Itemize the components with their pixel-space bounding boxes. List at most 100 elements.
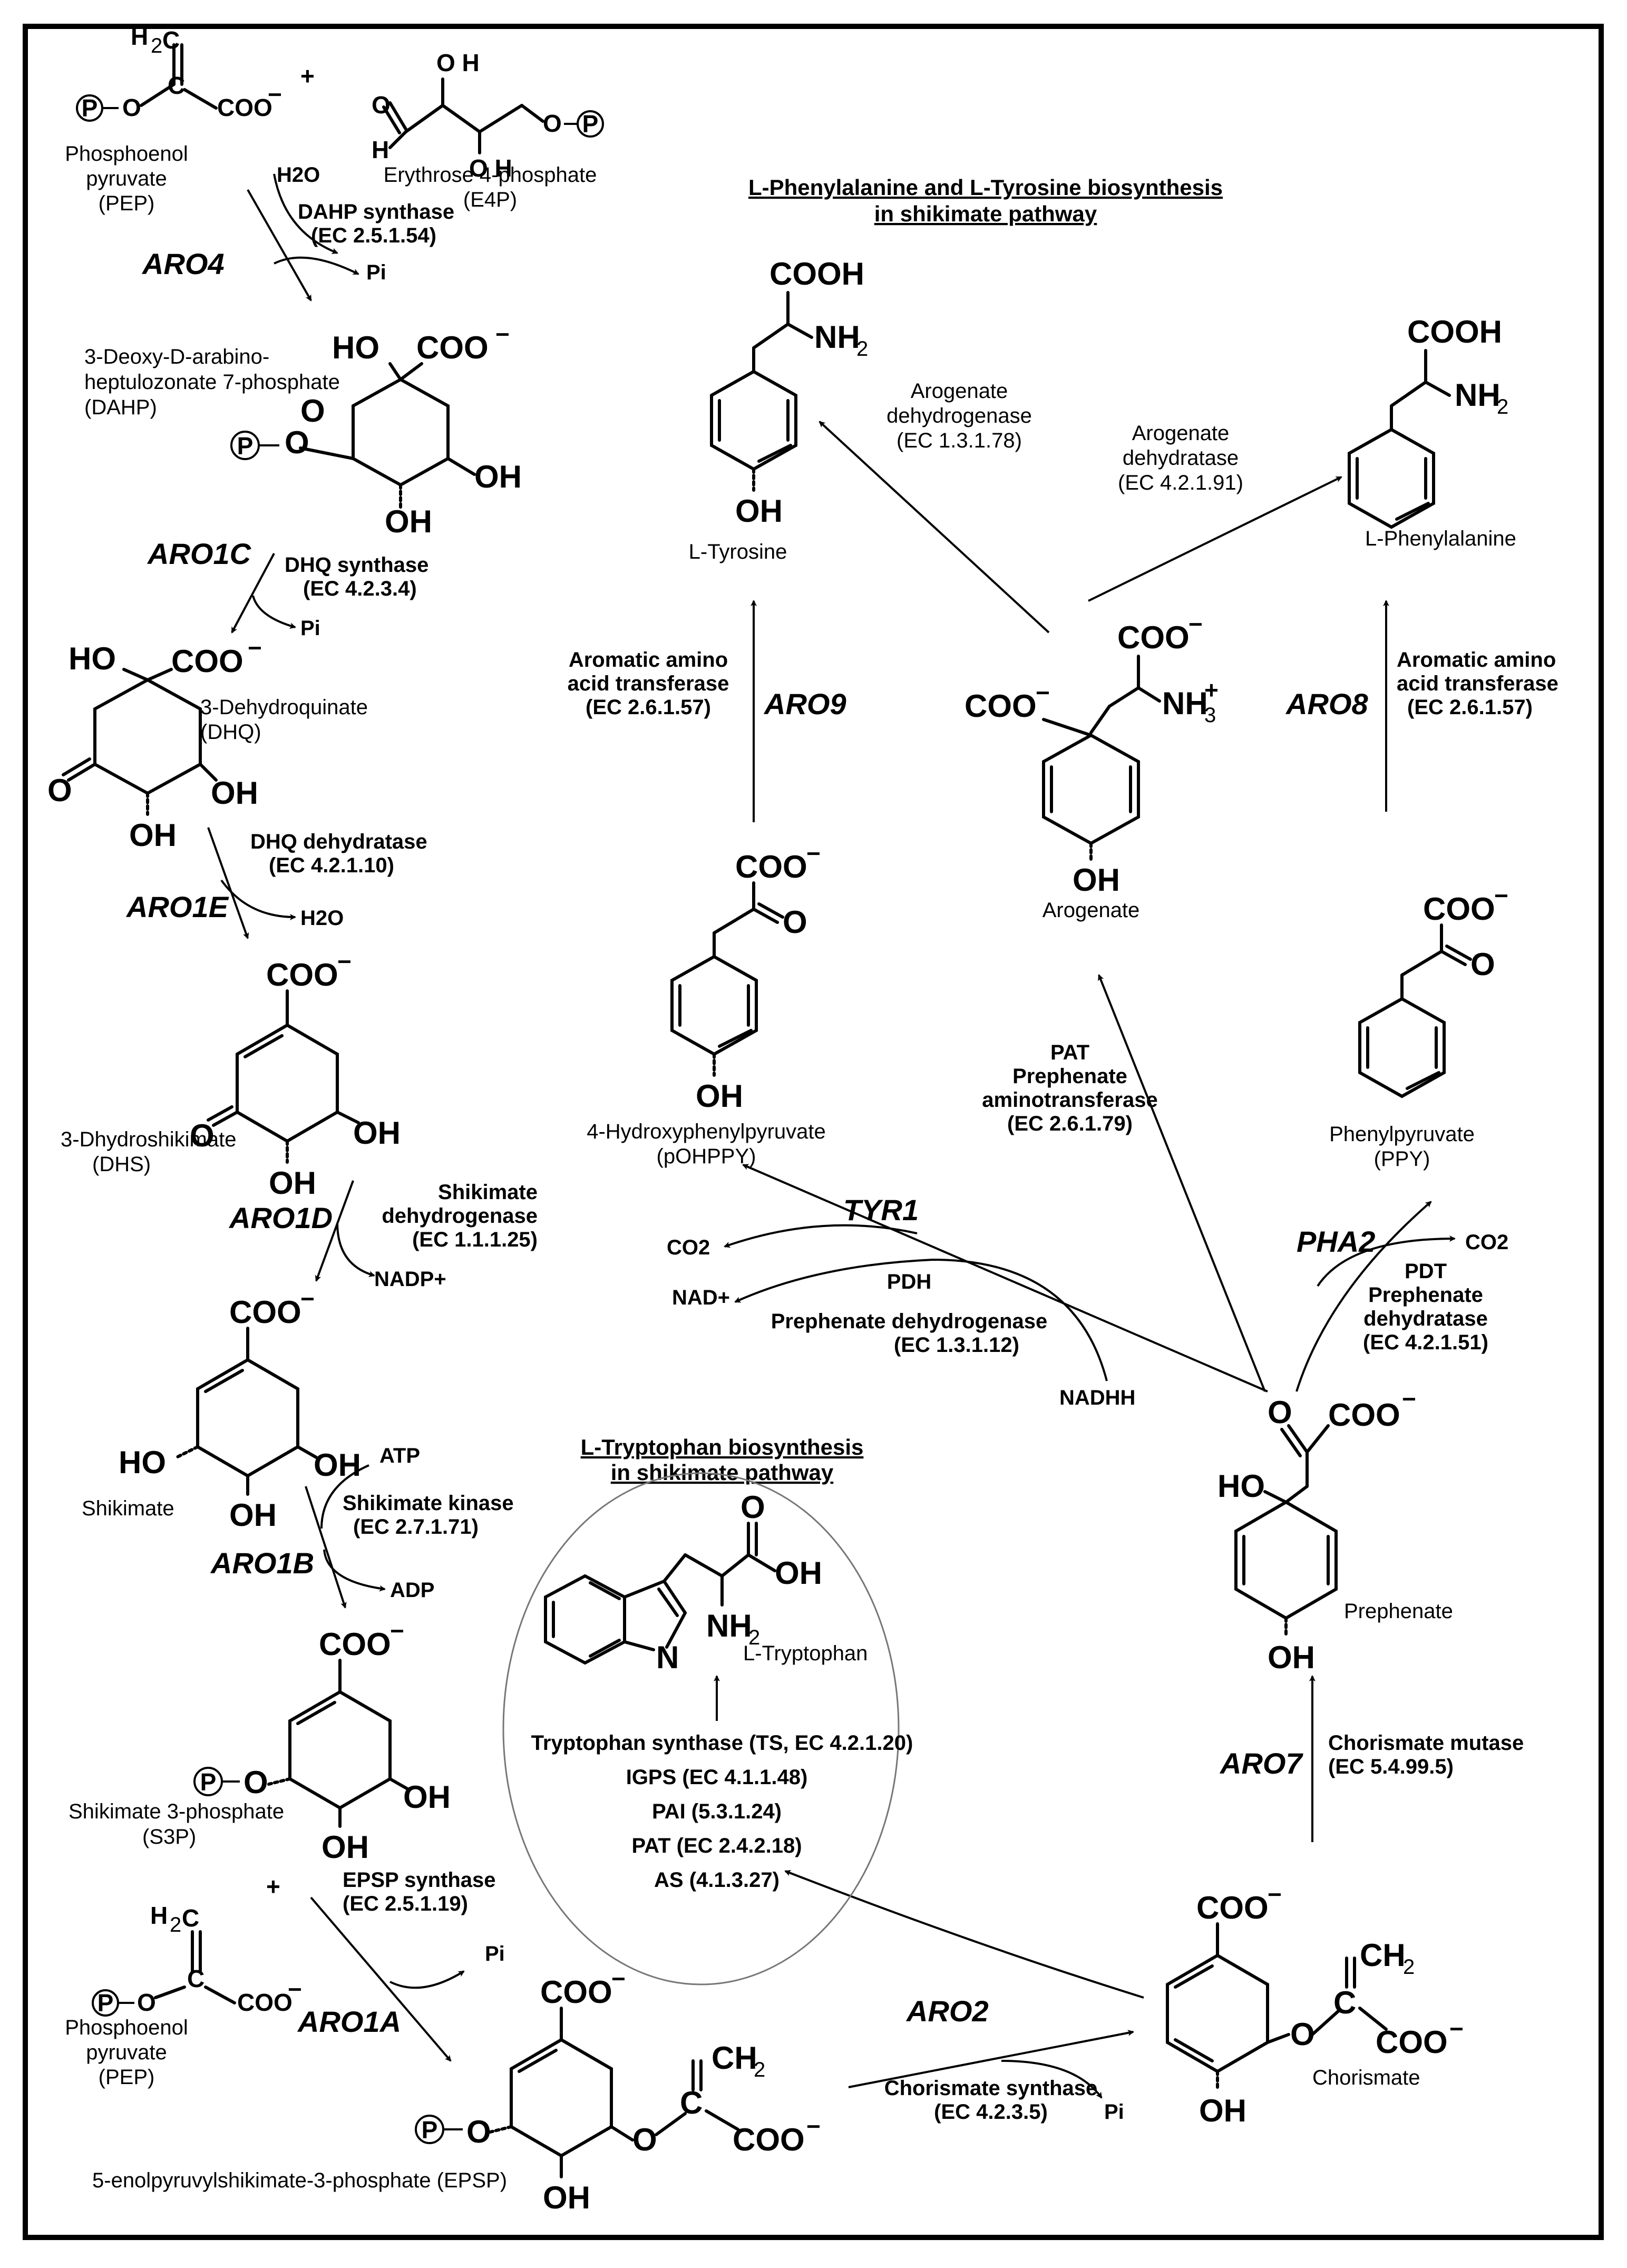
gene-aro7: ARO7 xyxy=(1219,1747,1303,1780)
svg-text:−: − xyxy=(337,948,352,975)
svg-text:O: O xyxy=(47,773,72,808)
enzyme-pat: PAT Prephenate aminotransferase (EC 2.6.… xyxy=(982,1041,1157,1135)
svg-text:C: C xyxy=(680,2085,703,2120)
arrow-atp-in xyxy=(320,1464,369,1529)
gene-aro8: ARO8 xyxy=(1285,687,1368,721)
svg-text:dehydratase: dehydratase xyxy=(1363,1307,1488,1330)
svg-text:(EC 2.6.1.79): (EC 2.6.1.79) xyxy=(1007,1112,1133,1135)
svg-text:(EC 4.2.1.10): (EC 4.2.1.10) xyxy=(269,854,394,877)
svg-text:P: P xyxy=(422,2116,438,2144)
svg-text:L-Tyrosine: L-Tyrosine xyxy=(689,540,787,563)
svg-text:COO: COO xyxy=(237,1989,293,2016)
svg-text:in shikimate pathway: in shikimate pathway xyxy=(874,201,1097,226)
structure-dahp: 3-Deoxy-D-arabino- heptulozonate 7-phosp… xyxy=(84,320,522,539)
svg-text:Tryptophan synthase (TS, EC 4.: Tryptophan synthase (TS, EC 4.2.1.20) xyxy=(531,1731,913,1755)
cofactor-h2o-out: H2O xyxy=(300,907,344,930)
svg-text:COOH: COOH xyxy=(769,256,864,291)
svg-text:L-Tryptophan biosynthesis: L-Tryptophan biosynthesis xyxy=(581,1435,864,1459)
structure-chorismate: COO − O C CH 2 COO − OH Chorismate xyxy=(1166,1881,1464,2128)
cofactor-pi-3: Pi xyxy=(485,1942,505,1965)
svg-text:(EC 2.6.1.57): (EC 2.6.1.57) xyxy=(586,696,711,719)
svg-text:OH: OH xyxy=(129,817,177,853)
svg-text:3-Dehydroquinate: 3-Dehydroquinate xyxy=(200,696,368,719)
structure-prephenate: O COO − HO OH Prephenate xyxy=(1217,1385,1453,1675)
structure-arogenate: COO − NH 3 + COO − OH Arogenate xyxy=(964,610,1219,922)
structure-ppy: COO − O Phenylpyruvate (PPY) xyxy=(1329,882,1508,1171)
svg-text:OH: OH xyxy=(1199,2093,1246,2128)
cofactor-pi-2: Pi xyxy=(300,617,320,640)
svg-text:O: O xyxy=(1268,1395,1292,1430)
svg-text:−: − xyxy=(1402,1385,1416,1413)
arrow-s3p-to-epsp xyxy=(310,1896,452,2062)
svg-text:COO: COO xyxy=(1423,891,1495,927)
svg-text:(EC 2.5.1.19): (EC 2.5.1.19) xyxy=(343,1892,468,1915)
svg-text:L-Phenylalanine: L-Phenylalanine xyxy=(1365,527,1516,550)
svg-text:C: C xyxy=(182,1904,199,1932)
svg-text:(PEP): (PEP) xyxy=(99,2066,155,2089)
svg-text:OH: OH xyxy=(211,775,258,811)
svg-text:HO: HO xyxy=(69,641,116,676)
svg-text:OH: OH xyxy=(474,459,522,494)
svg-text:PAT: PAT xyxy=(1050,1041,1089,1064)
cofactor-nadhh: NADHH xyxy=(1059,1386,1135,1409)
svg-text:(EC 4.2.3.5): (EC 4.2.3.5) xyxy=(934,2100,1048,2124)
structure-dhq: HO COO − O OH OH 3-Dehydroquinate (DHQ) xyxy=(47,634,368,853)
gene-aro1b: ARO1B xyxy=(210,1546,314,1580)
svg-text:O: O xyxy=(632,2122,657,2157)
svg-text:2: 2 xyxy=(1497,395,1508,418)
gene-aro1a: ARO1A xyxy=(297,2005,401,2038)
svg-text:O: O xyxy=(543,110,562,137)
svg-text:−: − xyxy=(390,1617,404,1644)
svg-text:(EC 2.6.1.57): (EC 2.6.1.57) xyxy=(1407,696,1533,719)
svg-text:−: − xyxy=(1188,610,1203,638)
svg-text:(pOHPPY): (pOHPPY) xyxy=(657,1145,756,1168)
svg-text:−: − xyxy=(248,634,262,661)
svg-text:COO: COO xyxy=(171,644,243,679)
svg-text:−: − xyxy=(300,1285,315,1312)
svg-text:PAI (5.3.1.24): PAI (5.3.1.24) xyxy=(652,1800,782,1823)
svg-text:−: − xyxy=(288,1975,302,2003)
enzyme-chorismate-mutase: Chorismate mutase (EC 5.4.99.5) xyxy=(1328,1731,1524,1778)
svg-text:NH: NH xyxy=(1162,686,1208,721)
svg-text:4-Hydroxyphenylpyruvate: 4-Hydroxyphenylpyruvate xyxy=(587,1120,826,1143)
svg-text:O: O xyxy=(122,94,141,121)
svg-text:COO: COO xyxy=(964,688,1037,724)
svg-text:OH: OH xyxy=(543,2180,590,2215)
svg-text:(E4P): (E4P) xyxy=(463,188,517,211)
arrow-prephenate-to-ppy xyxy=(1295,1201,1432,1392)
svg-text:COO: COO xyxy=(540,1974,612,2010)
svg-text:−: − xyxy=(806,2113,821,2140)
structure-pep-2: H 2 C C O P COO − Phosphoenol pyruvate (… xyxy=(65,1902,302,2089)
svg-text:OH: OH xyxy=(314,1447,361,1483)
svg-text:O: O xyxy=(137,1989,156,2016)
structure-tyrosine: COOH NH 2 OH L-Tyrosine xyxy=(689,256,869,563)
svg-text:H: H xyxy=(131,23,148,50)
gene-aro9: ARO9 xyxy=(763,687,846,721)
svg-text:H: H xyxy=(372,136,389,163)
svg-text:2: 2 xyxy=(856,337,868,361)
svg-text:Phenylpyruvate: Phenylpyruvate xyxy=(1329,1123,1475,1146)
svg-text:O: O xyxy=(243,1765,268,1800)
svg-text:NH: NH xyxy=(1455,377,1501,413)
svg-text:PDH: PDH xyxy=(887,1270,931,1293)
arrow-co2-out-2 xyxy=(1317,1235,1456,1287)
cofactor-co2-1: CO2 xyxy=(667,1236,710,1259)
svg-text:2: 2 xyxy=(170,1913,181,1936)
svg-text:(PPY): (PPY) xyxy=(1374,1147,1430,1171)
svg-text:O: O xyxy=(285,425,309,460)
svg-text:OH: OH xyxy=(1268,1640,1315,1675)
structure-phenylalanine: COOH NH 2 L-Phenylalanine xyxy=(1348,314,1516,550)
svg-text:(EC 4.2.1.51): (EC 4.2.1.51) xyxy=(1363,1331,1488,1354)
svg-text:Shikimate: Shikimate xyxy=(82,1497,174,1520)
svg-text:(PEP): (PEP) xyxy=(99,192,155,215)
svg-text:(EC 5.4.99.5): (EC 5.4.99.5) xyxy=(1328,1755,1454,1778)
arrow-pi-out-2 xyxy=(252,595,296,629)
arrow-epsp-to-chorismate xyxy=(848,2030,1134,2088)
svg-text:HO: HO xyxy=(1217,1468,1265,1504)
svg-text:OH: OH xyxy=(1073,862,1120,898)
title-phe-tyr: L-Phenylalanine and L-Tyrosine biosynthe… xyxy=(748,175,1223,226)
plus-sign-2: + xyxy=(266,1873,280,1900)
svg-text:3-Deoxy-D-arabino-: 3-Deoxy-D-arabino- xyxy=(84,345,269,368)
